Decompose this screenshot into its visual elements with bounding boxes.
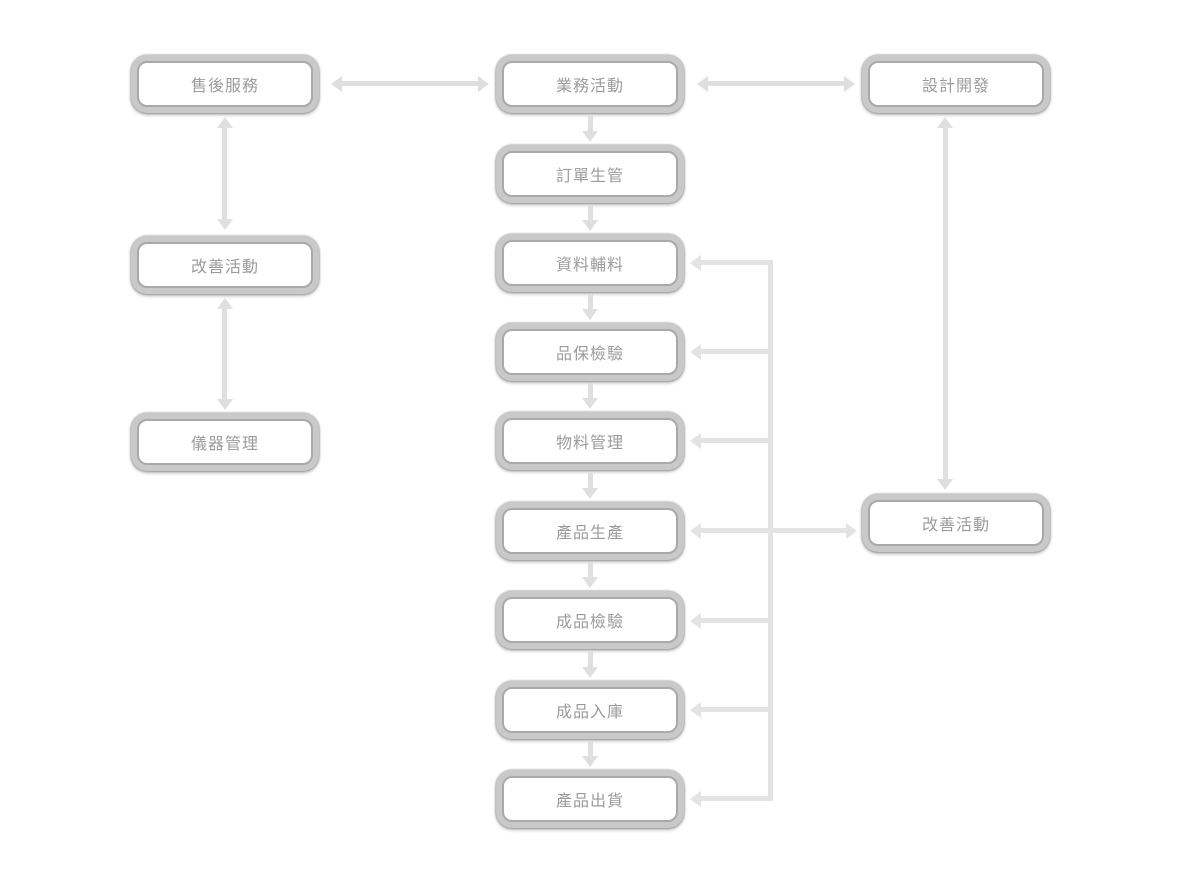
- node-improvement-activity-right[interactable]: 改善活動: [862, 494, 1050, 552]
- edge-production-inspection-head: [582, 577, 598, 588]
- node-label: 成品入庫: [502, 687, 678, 733]
- node-label: 業務活動: [502, 61, 678, 107]
- node-product-production[interactable]: 產品生產: [496, 502, 684, 560]
- edge-materialmgmt-production-line: [588, 473, 593, 488]
- node-materials-and-auxiliary[interactable]: 資料輔料: [496, 234, 684, 292]
- edge-production-improvement-line: [701, 528, 846, 533]
- node-label: 產品生產: [502, 508, 678, 554]
- edge-order-materials-line: [588, 205, 593, 220]
- edge-business-design-line: [708, 81, 844, 86]
- edge-improvement-instrument-line: [222, 309, 227, 399]
- feedback-warehousing-line: [701, 707, 773, 712]
- node-label: 設計開發: [868, 61, 1044, 107]
- feedback-shipment-line: [701, 796, 773, 801]
- node-after-sales-service[interactable]: 售後服務: [131, 55, 319, 113]
- feedback-materials-line: [701, 260, 773, 265]
- node-design-development[interactable]: 設計開發: [862, 55, 1050, 113]
- node-finished-goods-warehousing[interactable]: 成品入庫: [496, 681, 684, 739]
- feedback-materialmgmt-head: [690, 433, 701, 449]
- feedback-inspection-line: [701, 618, 773, 623]
- feedback-shipment-head: [690, 791, 701, 807]
- edge-design-improvement-line: [943, 128, 948, 479]
- edge-inspection-warehousing-line: [588, 652, 593, 667]
- edge-aftersales-business-line: [342, 81, 478, 86]
- edge-inspection-warehousing-head: [582, 667, 598, 678]
- edge-aftersales-improvement-head-up: [217, 117, 233, 128]
- node-instrument-management[interactable]: 儀器管理: [131, 413, 319, 471]
- edge-aftersales-business-head-right: [478, 76, 489, 92]
- node-finished-goods-inspection[interactable]: 成品檢驗: [496, 591, 684, 649]
- edge-production-inspection-line: [588, 562, 593, 577]
- node-business-activity[interactable]: 業務活動: [496, 55, 684, 113]
- feedback-materials-head: [690, 255, 701, 271]
- feedback-warehousing-head: [690, 702, 701, 718]
- node-material-management[interactable]: 物料管理: [496, 412, 684, 470]
- node-product-shipment[interactable]: 產品出貨: [496, 770, 684, 828]
- node-label: 改善活動: [137, 242, 313, 288]
- edge-production-improvement-head-right: [846, 523, 857, 539]
- edge-aftersales-improvement-line: [222, 128, 227, 219]
- node-label: 訂單生管: [502, 151, 678, 197]
- node-label: 品保檢驗: [502, 329, 678, 375]
- edge-business-order-line: [588, 116, 593, 131]
- edge-improvement-instrument-head-down: [217, 399, 233, 410]
- edge-warehousing-shipment-head: [582, 756, 598, 767]
- edge-order-materials-head: [582, 220, 598, 231]
- edge-design-improvement-head-up: [937, 117, 953, 128]
- edge-qa-materialmgmt-line: [588, 383, 593, 398]
- node-label: 產品出貨: [502, 776, 678, 822]
- edge-materials-qa-line: [588, 294, 593, 309]
- node-order-production-control[interactable]: 訂單生管: [496, 145, 684, 203]
- feedback-inspection-head: [690, 613, 701, 629]
- edge-business-order-head: [582, 131, 598, 142]
- edge-warehousing-shipment-line: [588, 741, 593, 756]
- edge-qa-materialmgmt-head: [582, 398, 598, 409]
- edge-business-design-head-left: [697, 76, 708, 92]
- edge-improvement-instrument-head-up: [217, 298, 233, 309]
- node-label: 儀器管理: [137, 419, 313, 465]
- feedback-materialmgmt-line: [701, 438, 773, 443]
- node-improvement-activity-left[interactable]: 改善活動: [131, 236, 319, 294]
- edge-design-improvement-head-down: [937, 479, 953, 490]
- node-label: 物料管理: [502, 418, 678, 464]
- node-label: 改善活動: [868, 500, 1044, 546]
- node-qa-inspection[interactable]: 品保檢驗: [496, 323, 684, 381]
- node-label: 售後服務: [137, 61, 313, 107]
- edge-materialmgmt-production-head: [582, 488, 598, 499]
- feedback-qa-line: [701, 349, 773, 354]
- edge-production-improvement-head-left: [690, 523, 701, 539]
- edge-materials-qa-head: [582, 309, 598, 320]
- feedback-qa-head: [690, 344, 701, 360]
- edge-business-design-head-right: [844, 76, 855, 92]
- node-label: 資料輔料: [502, 240, 678, 286]
- edge-aftersales-business-head-left: [331, 76, 342, 92]
- edge-aftersales-improvement-head-down: [217, 219, 233, 230]
- node-label: 成品檢驗: [502, 597, 678, 643]
